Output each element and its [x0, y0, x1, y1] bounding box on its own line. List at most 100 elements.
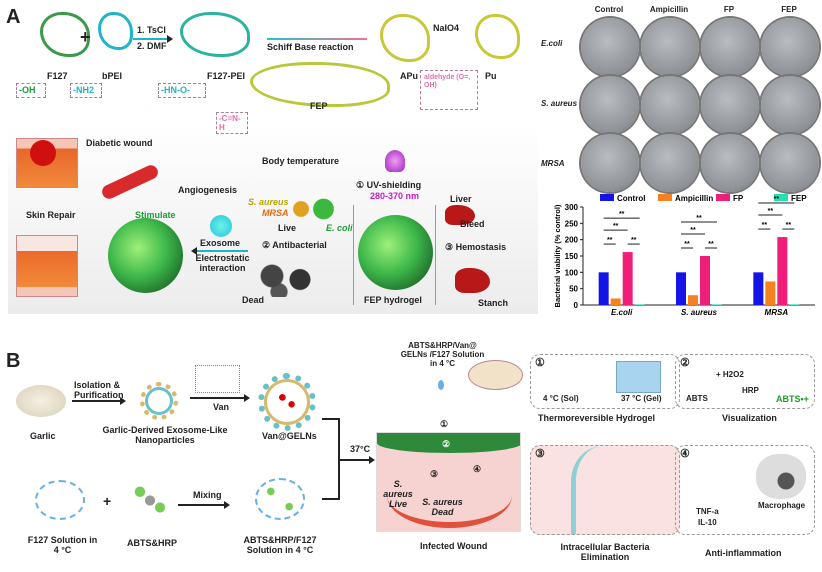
schiff-label: Schiff Base reaction	[267, 42, 354, 52]
plate-column-label: Ampicillin	[649, 5, 689, 14]
uv-range-label: 280-370 nm	[370, 191, 420, 201]
wound-step3: ③	[430, 469, 439, 479]
f127-label: F127	[47, 71, 68, 81]
pu-polymer	[475, 14, 520, 59]
bar-ampicillin	[765, 281, 776, 305]
agar-plate	[641, 76, 699, 134]
agar-plate	[761, 76, 819, 134]
bpei-group: -NH2	[70, 83, 102, 98]
y-tick-label: 50	[569, 285, 578, 294]
vancomycin-structure	[195, 365, 240, 393]
pu-label: Pu	[485, 71, 497, 81]
merge-arrow	[340, 456, 375, 464]
schiff-line	[267, 38, 367, 40]
visualization-caption: Visualization	[722, 413, 777, 423]
bleed-label: Bleed	[460, 219, 485, 229]
fep-polymer	[250, 62, 390, 107]
legend-label: FP	[733, 194, 744, 203]
bar-fep	[634, 304, 645, 305]
y-tick-label: 100	[565, 268, 579, 277]
significance-label: **	[774, 196, 780, 203]
bar-fp	[622, 252, 633, 305]
van-gelns-label: Van@GELNs	[262, 431, 317, 441]
step1-label: 1. TsCl	[137, 25, 166, 35]
x-category-label: E.coli	[611, 308, 633, 317]
exosome-label: Exosome	[200, 238, 241, 248]
significance-label: **	[708, 241, 714, 248]
abts-hrp-label: ABTS&HRP	[127, 538, 178, 548]
h2o2-label: + H2O2	[716, 370, 744, 379]
apu-label: APu	[400, 71, 418, 81]
abts-f127-label: ABTS&HRP/F127 Solution in 4 °C	[243, 535, 317, 555]
uv-shielding-label: ① UV-shielding	[356, 180, 422, 190]
significance-label: **	[613, 223, 619, 230]
dead-label: Dead	[242, 295, 265, 305]
agar-plate	[761, 134, 819, 192]
bar-fep	[712, 304, 722, 305]
stimulate-label: Stimulate	[135, 210, 176, 220]
mixing-arrow	[178, 501, 230, 509]
agar-plate	[701, 18, 759, 76]
exosome-arrow	[193, 250, 248, 252]
significance-label: **	[690, 227, 696, 234]
tnf-label: TNF-a	[696, 507, 719, 516]
bpei-label: bPEI	[102, 71, 123, 81]
plus-sign-b: +	[103, 493, 112, 509]
sol-label: 4 °C (Sol)	[543, 394, 579, 403]
liver-label: Liver	[450, 194, 472, 204]
droplet-icon	[438, 380, 444, 390]
hydrogel-layer	[377, 433, 520, 453]
diabetic-wound-label: Diabetic wound	[86, 138, 153, 148]
body-temperature-label: Body temperature	[262, 156, 340, 166]
y-axis-label: Bacterial viability (% control)	[553, 204, 562, 307]
mixing-label: Mixing	[193, 490, 222, 500]
agar-plate	[761, 18, 819, 76]
agar-plate	[581, 134, 639, 192]
reaction-arrow	[133, 35, 173, 43]
merge-bracket	[322, 418, 340, 500]
thermoreversible-caption: Thermoreversible Hydrogel	[538, 413, 656, 423]
panel-a-label: A	[6, 6, 21, 28]
agar-plate	[701, 76, 759, 134]
significance-label: **	[786, 222, 792, 229]
thermoreversible-box: ① 4 °C (Sol) 37 °C (Gel)	[530, 354, 680, 409]
agar-plate	[701, 134, 759, 192]
y-tick-label: 200	[565, 236, 579, 245]
uv-border-right	[435, 205, 436, 305]
healed-skin-image	[16, 235, 78, 297]
macrophage-label: Macrophage	[758, 501, 806, 510]
wound-icon	[30, 140, 56, 166]
f127-pei-group: -HN-O-	[158, 83, 206, 98]
isolation-label: Isolation & Purification	[74, 380, 124, 400]
legend-swatch	[774, 194, 788, 201]
significance-label: **	[631, 237, 637, 244]
significance-label: **	[619, 211, 625, 218]
bleeding-liver-image	[445, 205, 475, 225]
plate-row-label: S. aureus	[541, 99, 578, 108]
agar-plate	[581, 18, 639, 76]
e-coli-label: E. coli	[326, 223, 353, 233]
y-tick-label: 0	[574, 301, 579, 310]
fep-hydrogel-label: FEP hydrogel	[364, 295, 422, 305]
fep-hydrogel-sphere	[358, 215, 433, 290]
f127-group: -OH	[16, 83, 46, 98]
f127-polymer	[40, 12, 90, 57]
bar-fp	[777, 237, 788, 305]
dead-bacteria-label: S. aureus Dead	[422, 497, 463, 517]
legend-label: Ampicillin	[675, 194, 713, 203]
abts-label: ABTS	[686, 394, 708, 403]
wound-cross-section	[376, 432, 521, 532]
intracellular-box: ③	[530, 445, 680, 535]
box4-number: ④	[680, 448, 690, 460]
bar-ampicillin	[688, 295, 698, 305]
uv-border-left	[353, 205, 354, 305]
fep-label: FEP	[310, 101, 328, 111]
plate-column-label: FP	[723, 5, 735, 14]
bar-control	[753, 272, 764, 305]
y-tick-label: 150	[565, 252, 579, 261]
box1-number: ①	[535, 357, 545, 369]
van-gelns-vesicle	[258, 373, 316, 431]
van-arrow	[190, 394, 250, 402]
plus-sign: +	[80, 27, 91, 47]
